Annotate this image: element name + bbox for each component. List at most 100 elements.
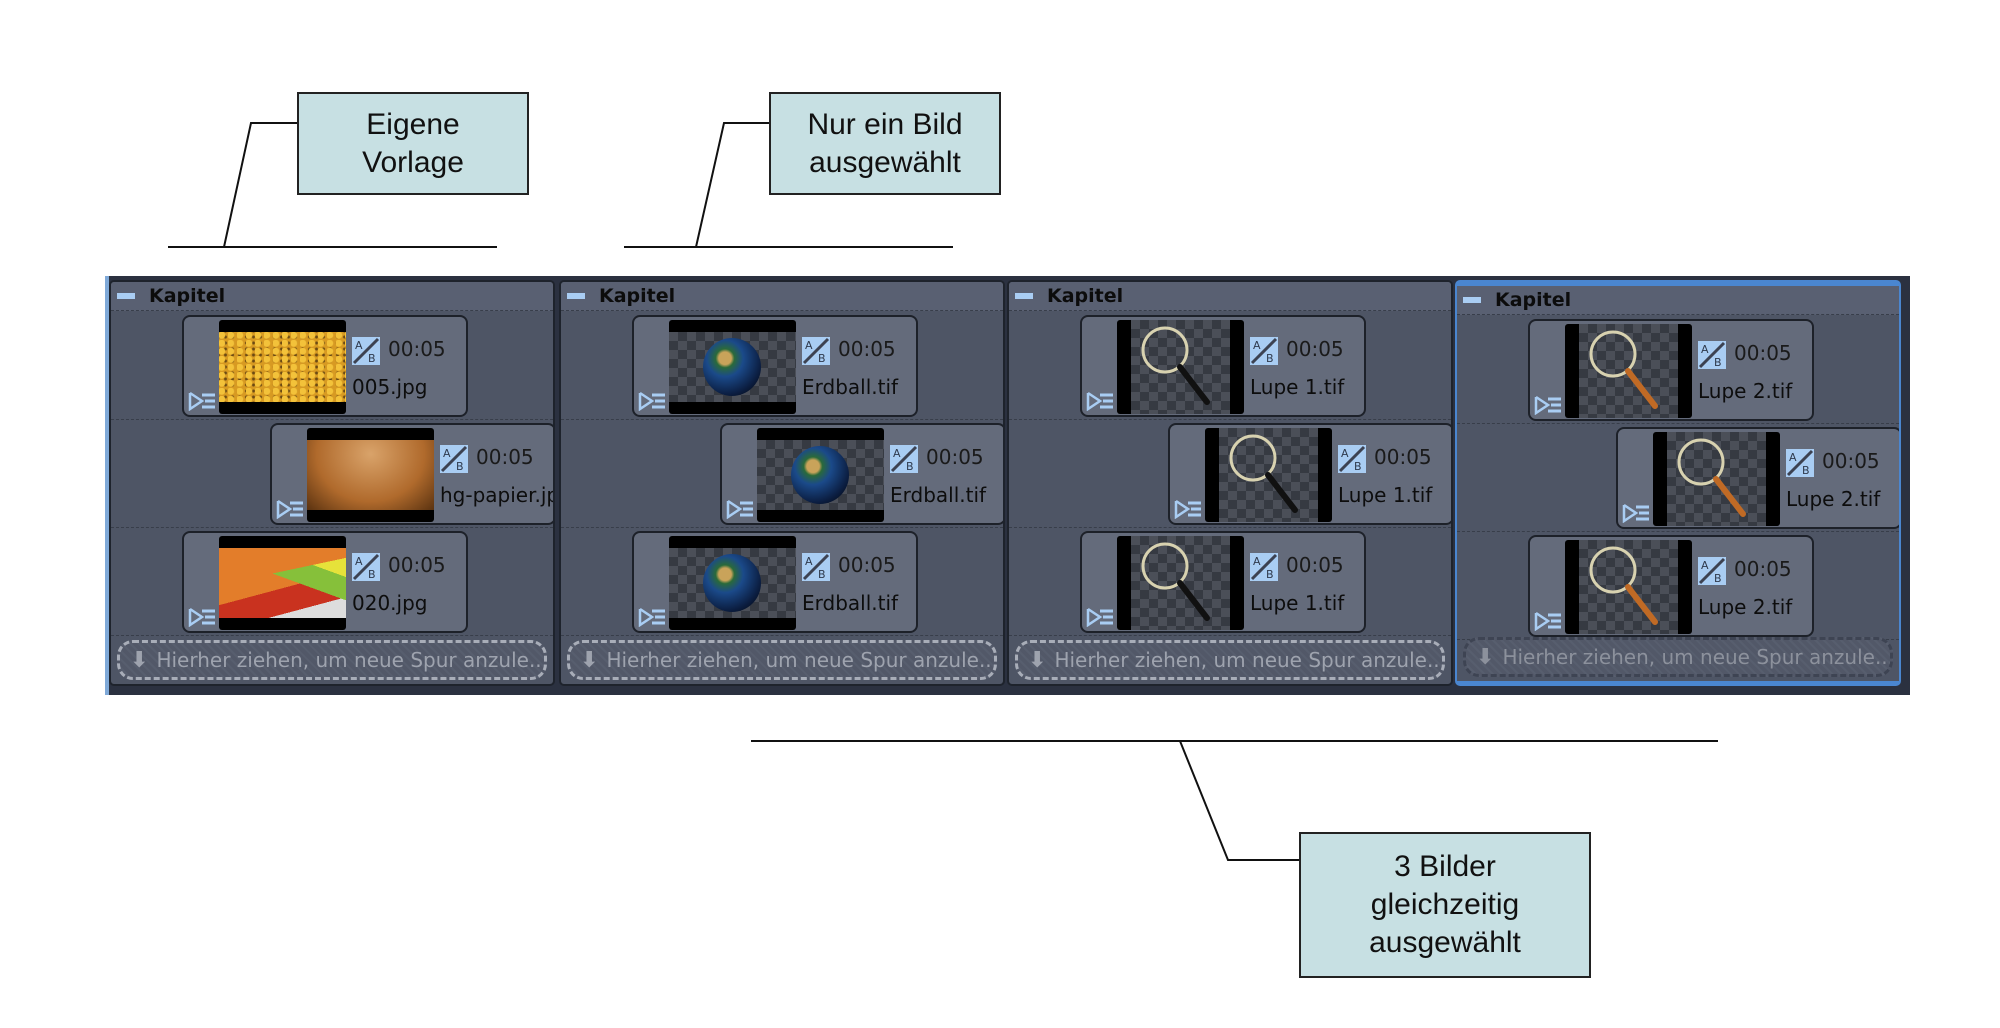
- transition-ab-icon[interactable]: AB: [1338, 445, 1366, 473]
- chapter-header[interactable]: Kapitel: [561, 282, 1003, 311]
- clip-filename: Lupe 1.tif: [1338, 483, 1433, 507]
- clip-thumbnail: [669, 536, 796, 630]
- chapter-timeline: KapitelAB00:05005.jpgAB00:05hg-papier.jp…: [105, 276, 1910, 695]
- clip-filename: Erdball.tif: [802, 591, 899, 615]
- clip-thumbnail: [1117, 320, 1244, 414]
- clip-filename: 005.jpg: [352, 375, 428, 399]
- track-effect-icon[interactable]: [1534, 611, 1562, 631]
- svg-text:A: A: [893, 447, 901, 460]
- chapter-header[interactable]: Kapitel: [1009, 282, 1451, 311]
- svg-text:A: A: [1789, 451, 1797, 464]
- transition-ab-icon[interactable]: AB: [890, 445, 918, 473]
- svg-text:A: A: [1701, 559, 1709, 572]
- track-effect-icon[interactable]: [188, 391, 216, 411]
- transition-ab-icon[interactable]: AB: [440, 445, 468, 473]
- svg-text:B: B: [1714, 356, 1722, 369]
- svg-text:B: B: [1354, 460, 1362, 473]
- new-track-drop-zone[interactable]: ⬇Hierher ziehen, um neue Spur anzule...: [567, 640, 997, 680]
- svg-text:B: B: [1714, 572, 1722, 585]
- transition-ab-icon[interactable]: AB: [802, 337, 830, 365]
- new-track-drop-zone[interactable]: ⬇Hierher ziehen, um neue Spur anzule...: [1463, 637, 1893, 677]
- clip-duration: 00:05: [476, 445, 534, 469]
- svg-text:B: B: [368, 352, 376, 365]
- callout-single-selected: Nur ein Bild ausgewählt: [769, 92, 1001, 195]
- track-effect-icon[interactable]: [1534, 395, 1562, 415]
- drop-zone-label: Hierher ziehen, um neue Spur anzule...: [1054, 648, 1445, 672]
- track-effect-icon[interactable]: [1622, 503, 1650, 523]
- transition-ab-icon[interactable]: AB: [1786, 449, 1814, 477]
- arrow-down-icon: ⬇: [130, 647, 149, 673]
- clip-duration: 00:05: [388, 553, 446, 577]
- clip-duration: 00:05: [838, 337, 896, 361]
- transition-ab-icon[interactable]: AB: [352, 337, 380, 365]
- clip-duration: 00:05: [1734, 341, 1792, 365]
- chapter-title: Kapitel: [599, 285, 676, 307]
- track-effect-icon[interactable]: [1174, 499, 1202, 519]
- chapter-title: Kapitel: [149, 285, 226, 307]
- transition-ab-icon[interactable]: AB: [1250, 553, 1278, 581]
- collapse-icon[interactable]: [1015, 293, 1033, 299]
- transition-ab-icon[interactable]: AB: [1698, 341, 1726, 369]
- transition-ab-icon[interactable]: AB: [352, 553, 380, 581]
- track-effect-icon[interactable]: [188, 607, 216, 627]
- collapse-icon[interactable]: [567, 293, 585, 299]
- chapter-header[interactable]: Kapitel: [111, 282, 553, 311]
- svg-text:B: B: [1266, 568, 1274, 581]
- clip-thumbnail: [1653, 432, 1780, 526]
- track-effect-icon[interactable]: [638, 607, 666, 627]
- transition-ab-icon[interactable]: AB: [1698, 557, 1726, 585]
- new-track-drop-zone[interactable]: ⬇Hierher ziehen, um neue Spur anzule...: [117, 640, 547, 680]
- clip-duration: 00:05: [388, 337, 446, 361]
- track-effect-icon[interactable]: [638, 391, 666, 411]
- svg-text:B: B: [1266, 352, 1274, 365]
- transition-ab-icon[interactable]: AB: [802, 553, 830, 581]
- svg-text:A: A: [805, 339, 813, 352]
- clip-thumbnail: [1565, 324, 1692, 418]
- svg-text:B: B: [368, 568, 376, 581]
- clip-duration: 00:05: [838, 553, 896, 577]
- arrow-down-icon: ⬇: [1476, 644, 1495, 670]
- track-effect-icon[interactable]: [1086, 607, 1114, 627]
- track-effect-icon[interactable]: [1086, 391, 1114, 411]
- clip-thumbnail: [1205, 428, 1332, 522]
- transition-ab-icon[interactable]: AB: [1250, 337, 1278, 365]
- collapse-icon[interactable]: [117, 293, 135, 299]
- collapse-icon[interactable]: [1463, 297, 1481, 303]
- svg-text:A: A: [805, 555, 813, 568]
- arrow-down-icon: ⬇: [580, 647, 599, 673]
- clip-thumbnail: [307, 428, 434, 522]
- track-effect-icon[interactable]: [726, 499, 754, 519]
- clip-filename: Lupe 1.tif: [1250, 591, 1345, 615]
- callout-three-selected: 3 Bilder gleichzeitig ausgewählt: [1299, 832, 1591, 978]
- chapter-panel[interactable]: KapitelAB00:05005.jpgAB00:05hg-papier.jp…: [109, 280, 555, 686]
- callout-own-template: Eigene Vorlage: [297, 92, 529, 195]
- chapter-header[interactable]: Kapitel: [1457, 286, 1899, 315]
- new-track-drop-zone[interactable]: ⬇Hierher ziehen, um neue Spur anzule...: [1015, 640, 1445, 680]
- clip-filename: Erdball.tif: [802, 375, 899, 399]
- clip-filename: Lupe 2.tif: [1698, 595, 1793, 619]
- track-effect-icon[interactable]: [276, 499, 304, 519]
- svg-text:A: A: [443, 447, 451, 460]
